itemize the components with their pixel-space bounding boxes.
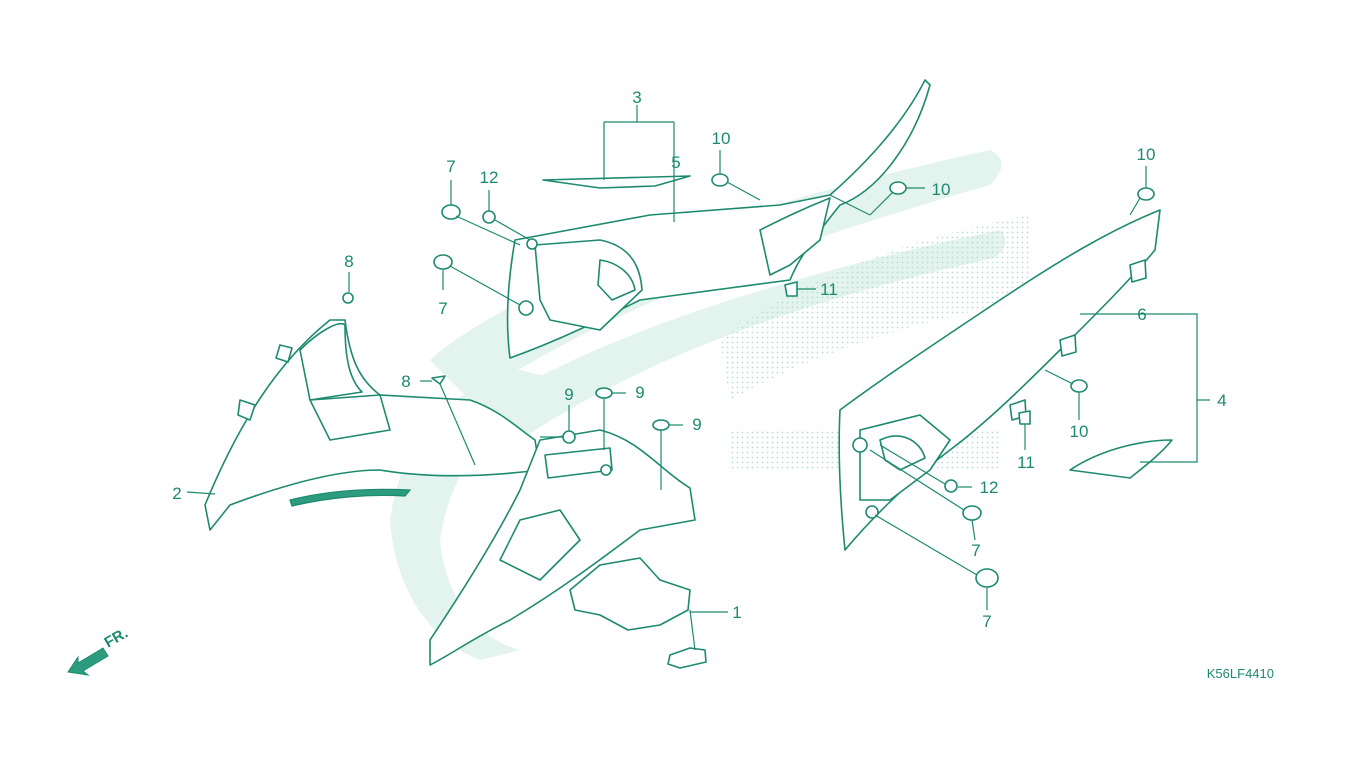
callout-7-c: 7 — [971, 541, 980, 560]
diagram-code: K56LF4410 — [1207, 666, 1274, 681]
callout-10-c: 10 — [1137, 145, 1156, 164]
callout-3: 3 — [632, 88, 641, 107]
callout-5: 5 — [671, 153, 680, 172]
callout-11-a: 11 — [820, 280, 838, 299]
callout-10-a: 10 — [712, 129, 731, 148]
part-lower-cover — [429, 429, 707, 669]
decal-right — [1069, 439, 1173, 479]
part-left-cover — [204, 319, 541, 531]
callout-12-a: 12 — [480, 168, 499, 187]
callout-11-b: 11 — [1017, 453, 1035, 472]
callout-10-d: 10 — [1070, 422, 1089, 441]
decal-upper — [542, 175, 691, 189]
part-right-cover — [838, 209, 1161, 551]
front-label: FR. — [102, 625, 131, 652]
callout-8-a: 8 — [344, 252, 353, 271]
callout-10-b: 10 — [932, 180, 951, 199]
callout-9-b: 9 — [635, 383, 644, 402]
callout-7-b: 7 — [438, 299, 447, 318]
callout-7-a: 7 — [446, 157, 455, 176]
callout-1: 1 — [732, 603, 741, 622]
fasteners — [342, 173, 1155, 588]
callout-4: 4 — [1217, 391, 1226, 410]
callout-2: 2 — [172, 484, 181, 503]
callout-12-b: 12 — [980, 478, 999, 497]
front-direction-indicator: FR. — [67, 625, 131, 676]
callout-9-c: 9 — [692, 415, 701, 434]
callout-9-a: 9 — [564, 385, 573, 404]
callout-6: 6 — [1137, 305, 1146, 324]
callout-7-d: 7 — [982, 612, 991, 631]
callout-labels: 3 5 7 7 12 8 8 9 9 9 10 10 10 10 11 11 1… — [172, 88, 1226, 631]
part-upper-cover — [506, 79, 931, 359]
leader-lines — [186, 105, 1210, 613]
callout-8-b: 8 — [401, 372, 410, 391]
front-arrow-icon — [67, 647, 109, 676]
